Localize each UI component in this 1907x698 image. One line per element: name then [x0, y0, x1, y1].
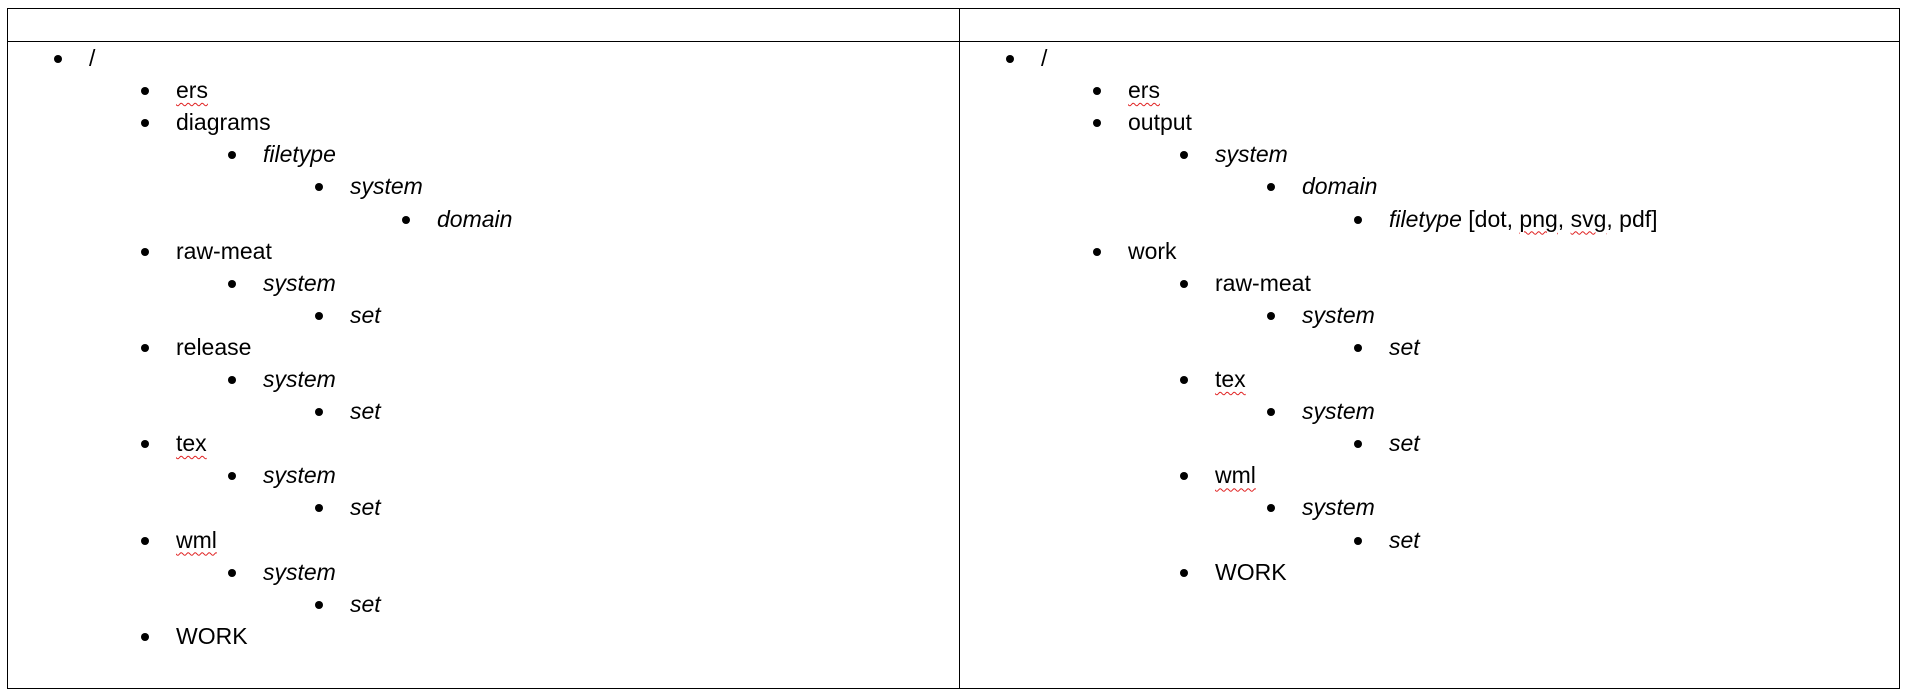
left-tree-cell: / ers diagrams filetype system domain raw-meat…	[8, 42, 958, 688]
bullet-icon	[141, 632, 149, 641]
bullet-icon	[1093, 247, 1101, 256]
tree-item-label: WORK	[176, 622, 248, 649]
bullet-icon	[228, 151, 236, 160]
tree-item-label: raw-meat	[176, 237, 272, 264]
tree-item-label: set	[350, 398, 381, 425]
bullet-icon	[315, 600, 323, 609]
bullet-icon	[315, 408, 323, 417]
tree-item-label: system	[263, 558, 336, 585]
filetype-list-part: ,	[1557, 205, 1571, 232]
bullet-icon	[1180, 472, 1188, 481]
tree-item-label: domain	[437, 205, 513, 232]
table-header-row	[8, 9, 1899, 42]
bullet-icon	[1006, 55, 1014, 63]
tree-item-label: system	[1302, 398, 1375, 425]
right-tree-cell: / ers output system domain filetype [dot, png…	[960, 42, 1899, 688]
bullet-icon	[1267, 504, 1275, 513]
bullet-icon	[1354, 536, 1362, 545]
filetype-list-part: svg	[1570, 205, 1607, 232]
bullet-icon	[1180, 376, 1188, 384]
bullet-icon	[141, 536, 149, 545]
bullet-icon	[1267, 408, 1275, 417]
tree-item-label: filetype	[263, 141, 336, 168]
bullet-icon	[1180, 568, 1188, 577]
directory-comparison-table: / ers diagrams filetype system domain raw-meat…	[7, 8, 1900, 689]
bullet-icon	[228, 568, 236, 577]
bullet-icon	[1180, 151, 1188, 160]
bullet-icon	[228, 376, 236, 384]
column-divider	[959, 9, 960, 688]
tree-item-label: output	[1128, 109, 1192, 136]
filetype-list-part: [dot,	[1461, 205, 1520, 232]
tree-item-label: system	[263, 269, 336, 296]
tree-item-label: system	[350, 173, 423, 200]
tree-item-label: system	[263, 366, 336, 392]
tree-item-label: tex	[176, 430, 207, 457]
tree-item-label: raw-meat	[1215, 269, 1311, 296]
bullet-icon	[1267, 311, 1275, 320]
tree-item-label: wml	[1215, 462, 1256, 489]
bullet-icon	[54, 55, 62, 63]
tree-item-label: system	[1302, 494, 1375, 521]
bullet-icon	[141, 119, 149, 128]
bullet-icon	[402, 215, 410, 224]
tree-item-label: WORK	[1215, 558, 1287, 585]
bullet-icon	[141, 343, 149, 352]
tree-item-label: diagrams	[176, 109, 271, 136]
tree-item-label: work	[1128, 237, 1177, 264]
tree-item-label: tex	[1215, 366, 1246, 392]
tree-item-label: ers	[1128, 77, 1160, 104]
tree-item-label: set	[1389, 333, 1420, 360]
bullet-icon	[1354, 440, 1362, 449]
bullet-icon	[228, 279, 236, 288]
tree-item-label: set	[350, 301, 381, 328]
tree-item-label: filetype [dot, png, svg, pdf]	[1389, 205, 1658, 232]
bullet-icon	[315, 504, 323, 513]
tree-item-label: ers	[176, 77, 208, 104]
tree-item-label: system	[1302, 301, 1375, 328]
tree-item-label: set	[350, 590, 381, 617]
tree-item-label: /	[1041, 45, 1048, 71]
bullet-icon	[1093, 119, 1101, 128]
tree-item-label: release	[176, 333, 252, 360]
tree-item-label: domain	[1302, 173, 1378, 200]
bullet-icon	[228, 472, 236, 481]
bullet-icon	[1354, 343, 1362, 352]
bullet-icon	[1093, 87, 1101, 96]
bullet-icon	[1267, 183, 1275, 192]
filetype-list-part: png	[1519, 205, 1558, 232]
tree-item-label: system	[263, 462, 336, 489]
tree-item-label: system	[1215, 141, 1288, 168]
tree-item-label: set	[1389, 430, 1420, 457]
filetype-list-part: , pdf]	[1606, 205, 1658, 232]
tree-item-label: set	[350, 494, 381, 521]
bullet-icon	[315, 311, 323, 320]
tree-item-label: set	[1389, 526, 1420, 553]
bullet-icon	[141, 87, 149, 96]
bullet-icon	[1180, 279, 1188, 288]
tree-item-label: wml	[176, 526, 217, 553]
bullet-icon	[1354, 215, 1362, 224]
bullet-icon	[141, 440, 149, 449]
bullet-icon	[141, 247, 149, 256]
bullet-icon	[315, 183, 323, 192]
tree-item-label: /	[89, 45, 96, 71]
